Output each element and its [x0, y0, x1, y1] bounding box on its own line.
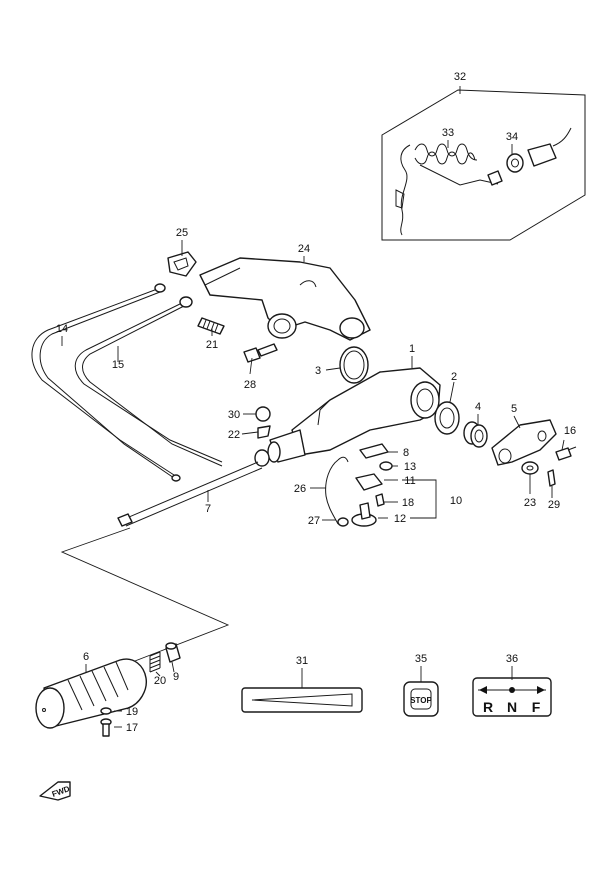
- callout-20: 20: [154, 675, 166, 687]
- callout-31: 31: [296, 655, 308, 667]
- callout-10: 10: [450, 495, 462, 507]
- part-20-spring: [149, 651, 161, 673]
- callout-17: 17: [126, 722, 138, 734]
- callout-19: 19: [126, 706, 138, 718]
- callout-34: 34: [506, 131, 518, 143]
- part-21-pin: [197, 317, 225, 335]
- callout-8: 8: [403, 447, 409, 459]
- part-8-plate: [359, 443, 389, 459]
- callout-16: 16: [564, 425, 576, 437]
- shift-n-label: N: [507, 699, 517, 715]
- callout-23: 23: [524, 497, 536, 509]
- part-7-shaft: [117, 461, 263, 527]
- part-11-clamp: [355, 473, 383, 491]
- callout-24: 24: [298, 243, 310, 255]
- callout-36: 36: [506, 653, 518, 665]
- part-25-grommet: [167, 251, 197, 277]
- assembly-guide-lines: [59, 527, 230, 691]
- part-16-screw: [555, 446, 577, 461]
- stop-label: STOP: [410, 696, 432, 705]
- part-34-stop-switch: [506, 127, 572, 173]
- part-31-decal: [241, 687, 363, 713]
- callout-2: 2: [451, 371, 457, 383]
- part-35-stop-decal: STOP: [403, 681, 439, 717]
- part-26-link-rod: [325, 456, 349, 525]
- part-4-bushing: [463, 421, 488, 448]
- part-18-screw: [375, 493, 385, 507]
- part-5-lever: [491, 419, 557, 466]
- part-17-screw: [100, 718, 112, 737]
- part-22-clip: [257, 425, 271, 439]
- callout-30: 30: [228, 409, 240, 421]
- callout-15: 15: [112, 359, 124, 371]
- callout-33: 33: [442, 127, 454, 139]
- callout-6: 6: [83, 651, 89, 663]
- callout-29: 29: [548, 499, 560, 511]
- callout-26: 26: [294, 483, 306, 495]
- part-19-washer: [100, 707, 112, 715]
- part-3-ring: [339, 346, 369, 384]
- callout-28: 28: [244, 379, 256, 391]
- leader-lines: [61, 86, 565, 728]
- part-32-kit-box: [381, 89, 586, 241]
- callout-1: 1: [409, 343, 415, 355]
- part-23-washer: [521, 461, 539, 475]
- part-24-bracket: [199, 257, 371, 341]
- part-33-lanyard: [395, 143, 503, 236]
- callout-22: 22: [228, 429, 240, 441]
- callout-12: 12: [394, 513, 406, 525]
- shift-f-label: F: [532, 699, 541, 715]
- part-6-grip: [35, 658, 147, 729]
- part-9-stopper: [165, 642, 181, 663]
- part-15-cable: [74, 296, 223, 467]
- callout-numbers: 32 33 34 25 24 14 21 15 1 3 2 28 4 5 30 …: [56, 71, 576, 734]
- part-30-cap: [255, 406, 271, 422]
- callout-21: 21: [206, 339, 218, 351]
- part-12-pivot: [351, 502, 377, 527]
- part-1-tiller-arm: [254, 367, 441, 467]
- part-28-bolt: [243, 343, 278, 363]
- callout-3: 3: [315, 365, 321, 377]
- part-2-seal: [434, 401, 460, 435]
- callout-7: 7: [205, 503, 211, 515]
- callout-25: 25: [176, 227, 188, 239]
- part-14-cable: [31, 283, 181, 482]
- callout-32: 32: [454, 71, 466, 83]
- callout-5: 5: [511, 403, 517, 415]
- part-27-nut: [337, 517, 349, 527]
- callout-9: 9: [173, 671, 179, 683]
- callout-13: 13: [404, 461, 416, 473]
- part-29-screw: [547, 469, 556, 487]
- fwd-arrow-icon: FWD: [39, 781, 71, 801]
- callout-27: 27: [308, 515, 320, 527]
- shift-r-label: R: [483, 699, 493, 715]
- part-36-shift-decal: R N F: [472, 677, 552, 717]
- part-13-nut: [379, 461, 393, 471]
- callout-14: 14: [56, 323, 68, 335]
- callout-11: 11: [404, 475, 415, 487]
- callout-4: 4: [475, 401, 481, 413]
- callout-18: 18: [402, 497, 414, 509]
- callout-35: 35: [415, 653, 427, 665]
